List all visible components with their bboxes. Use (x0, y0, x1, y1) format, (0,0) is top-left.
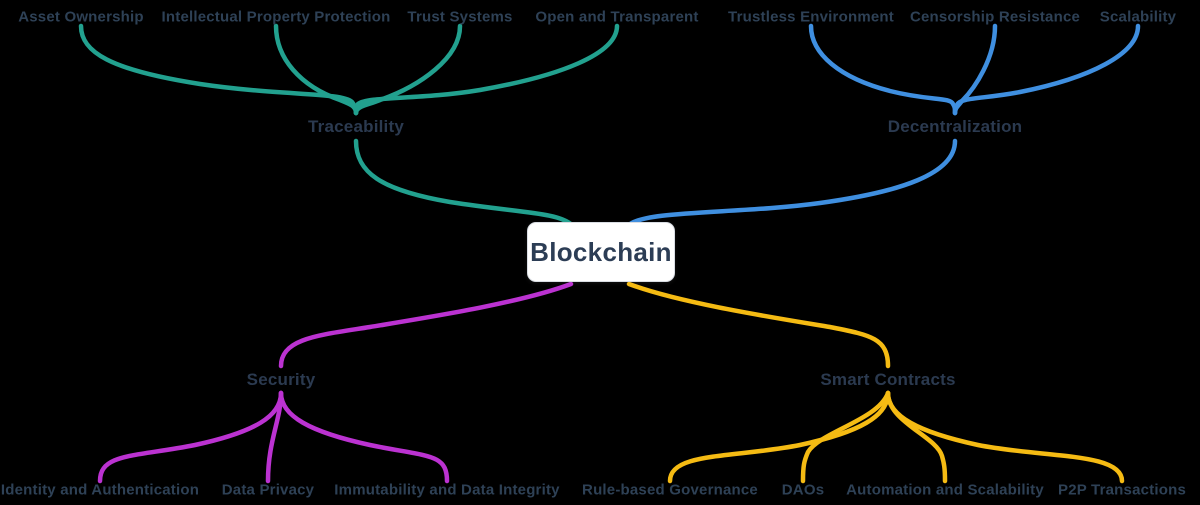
edge-blockchain-security (278, 281, 574, 369)
edge-decentralization-trustless-environment (808, 23, 958, 116)
branch-label-traceability[interactable]: Traceability (308, 117, 404, 136)
edge-traceability-asset-ownership (78, 23, 359, 116)
edge-smart-contracts-automation-and-scalability (885, 390, 948, 484)
edge-smart-contracts-p2p-transactions (885, 390, 1125, 484)
edge-decentralization-scalability (952, 23, 1141, 116)
leaf-label-data-privacy[interactable]: Data Privacy (221, 481, 315, 499)
leaf-label-identity-and-authentication[interactable]: Identity and Authentication (0, 481, 200, 499)
branch-label-decentralization[interactable]: Decentralization (887, 117, 1023, 136)
edge-blockchain-smart-contracts (626, 281, 891, 369)
leaf-label-scalability[interactable]: Scalability (1099, 8, 1177, 26)
edge-traceability-open-and-transparent (353, 23, 620, 116)
leaf-label-daos[interactable]: DAOs (781, 481, 825, 499)
edge-blockchain-traceability (353, 138, 575, 228)
branch-label-smart-contracts[interactable]: Smart Contracts (820, 370, 956, 389)
leaf-label-rule-based-governance[interactable]: Rule-based Governance (582, 481, 758, 499)
leaf-label-immutability-and-data-integrity[interactable]: Immutability and Data Integrity (334, 481, 560, 499)
edge-smart-contracts-daos (800, 390, 891, 484)
leaf-label-asset-ownership[interactable]: Asset Ownership (18, 8, 144, 26)
root-node-blockchain[interactable]: Blockchain (527, 222, 675, 282)
edge-traceability-intellectual-property-protection (273, 23, 359, 116)
leaf-label-trustless-environment[interactable]: Trustless Environment (728, 8, 894, 26)
leaf-label-intellectual-property-protection[interactable]: Intellectual Property Protection (161, 8, 391, 26)
edge-security-identity-and-authentication (97, 390, 284, 484)
edge-blockchain-decentralization (626, 138, 958, 228)
edge-security-immutability-and-data-integrity (278, 390, 450, 484)
leaf-label-p2p-transactions[interactable]: P2P Transactions (1058, 481, 1186, 499)
branch-label-security[interactable]: Security (246, 370, 316, 389)
leaf-label-automation-and-scalability[interactable]: Automation and Scalability (846, 481, 1044, 499)
edge-smart-contracts-rule-based-governance (667, 390, 891, 484)
root-node-label: Blockchain (530, 236, 672, 267)
leaf-label-censorship-resistance[interactable]: Censorship Resistance (909, 8, 1081, 26)
leaf-label-trust-systems[interactable]: Trust Systems (407, 8, 513, 26)
edge-security-data-privacy (265, 390, 284, 484)
leaf-label-open-and-transparent[interactable]: Open and Transparent (535, 8, 699, 26)
